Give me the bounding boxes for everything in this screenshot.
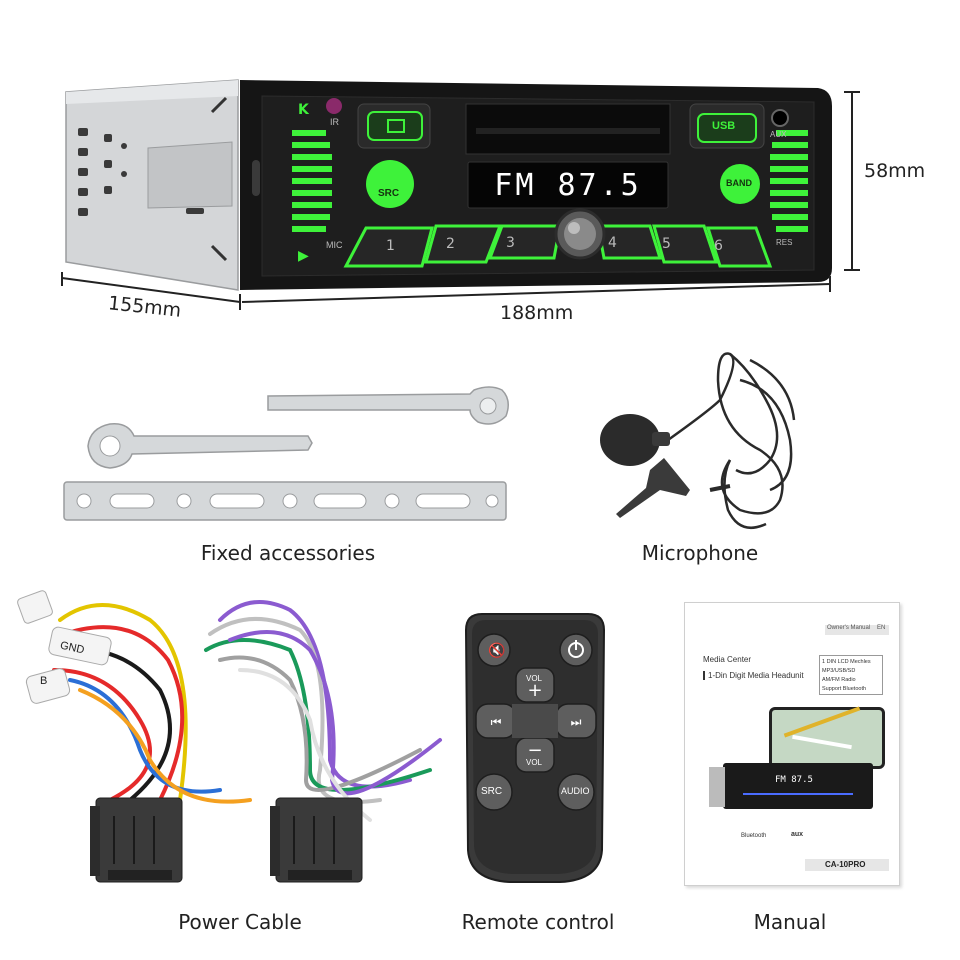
remote-src-label: SRC — [481, 786, 503, 797]
height-dimension: 58mm — [864, 160, 926, 182]
caption-accessories: Fixed accessories — [200, 541, 376, 565]
manual-feature-box: 1 DIN LCD Mechles MP3/USB/SD AM/FM Radio… — [819, 655, 883, 695]
preset-button-5: 5 — [662, 236, 671, 252]
microphone-image — [600, 352, 796, 529]
caption-remote: Remote control — [461, 910, 615, 934]
manual-lang-label: EN — [877, 625, 886, 631]
manual-feature-4: Support Bluetooth — [822, 686, 867, 692]
manual-feature-2: MP3/USB/SD — [822, 668, 856, 674]
display-text: FM 87.5 — [494, 168, 642, 203]
res-label: RES — [776, 238, 793, 247]
manual-phone-image — [769, 706, 885, 769]
svg-text:▶: ▶ — [298, 248, 309, 264]
preset-button-4: 4 — [608, 235, 617, 251]
ir-label: IR — [330, 117, 339, 127]
manual-subheading: 1-Din Digit Media Headunit — [703, 671, 804, 680]
manual-radio-cage — [709, 767, 725, 807]
usb-label: USB — [712, 120, 736, 132]
svg-text:⏮: ⏮ — [491, 715, 502, 729]
remote-audio-label: AUDIO — [561, 786, 590, 796]
preset-button-6: 6 — [714, 238, 723, 254]
manual-feature-1: 1 DIN LCD Mechles — [822, 659, 871, 665]
manual-model-bar — [805, 859, 889, 871]
manual-radio-display: FM 87.5 — [775, 775, 813, 785]
svg-text:K: K — [298, 102, 310, 118]
svg-text:+: + — [527, 680, 542, 701]
caption-power-cable: Power Cable — [178, 910, 302, 934]
mic-label: MIC — [326, 240, 343, 250]
manual-model: CA-10PRO — [825, 860, 866, 869]
preset-button-3: 3 — [506, 235, 515, 251]
caption-manual: Manual — [753, 910, 827, 934]
src-button-label: SRC — [378, 188, 400, 199]
remote-vol-down-label: VOL — [526, 758, 543, 767]
car-radio-unit: K ▶ — [61, 79, 860, 310]
preset-button-2: 2 — [446, 236, 455, 252]
mounting-tools — [63, 386, 509, 521]
power-cable-image — [17, 590, 442, 883]
band-button-label: BAND — [726, 178, 752, 188]
svg-text:⏭: ⏭ — [571, 715, 582, 729]
svg-text:🔇: 🔇 — [488, 642, 505, 659]
manual-bluetooth-logo: Bluetooth — [741, 833, 767, 839]
aux-label: AUX — [770, 130, 787, 139]
manual-feature-3: AM/FM Radio — [822, 677, 856, 683]
manual-booklet: Owner's Manual EN Media Center 1-Din Dig… — [684, 602, 900, 886]
width-dimension: 188mm — [500, 302, 574, 324]
remote-vol-up-label: VOL — [526, 674, 543, 683]
manual-heading: Media Center — [703, 655, 752, 664]
caption-microphone: Microphone — [641, 541, 759, 565]
preset-button-1: 1 — [386, 238, 395, 254]
manual-radio-image: FM 87.5 — [723, 763, 873, 809]
owners-manual-label: Owner's Manual — [827, 625, 871, 631]
svg-text:−: − — [527, 740, 542, 761]
b-tag-label: B — [40, 675, 48, 687]
manual-top-bar — [825, 625, 889, 635]
remote-control-image: 🔇 + ⏮ ⏭ − — [464, 613, 606, 883]
manual-aux-logo: aux — [791, 831, 804, 838]
